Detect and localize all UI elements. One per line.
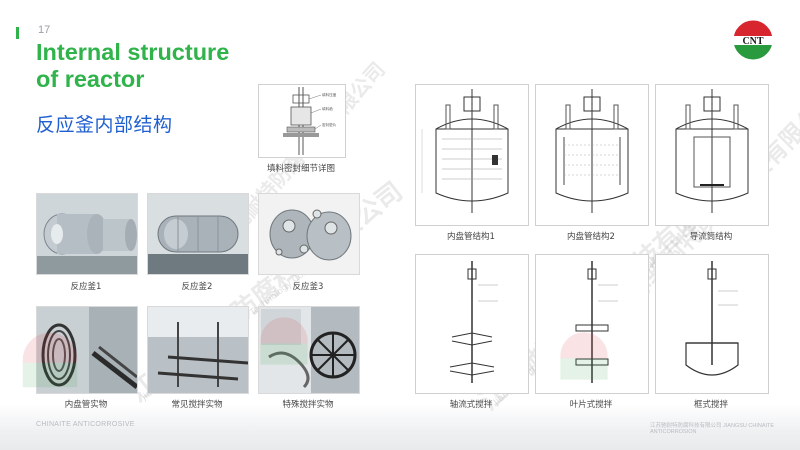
drawing-inner-coil-1 [415, 84, 529, 226]
footer-left-text: CHINAITE ANTICORROSIVE [36, 421, 135, 428]
logo-watermark-2 [260, 317, 308, 365]
drawing-frame-agitator [655, 254, 769, 394]
caption-drawing-2: 内盘管结构2 [567, 232, 615, 242]
photo-reactor-3 [258, 193, 360, 275]
drawing-axial-agitator [415, 254, 529, 394]
caption-drawing-1: 内盘管结构1 [447, 232, 495, 242]
seal-detail-drawing: 填料压盖 填料函 密封垫片 [258, 84, 346, 158]
page-title: Internal structure of reactor [36, 39, 230, 92]
logo-text: CNT [742, 36, 763, 47]
caption-seal-detail: 填料密封细节详图 [266, 164, 335, 174]
drawing-draft-tube [655, 84, 769, 226]
page-number: 17 [38, 24, 51, 36]
photo-special-agitator [258, 306, 360, 394]
logo-watermark-1 [22, 332, 78, 388]
photo-common-agitator [147, 306, 249, 394]
drawing-blade-agitator [535, 254, 649, 394]
caption-drawing-3: 导流筒结构 [689, 232, 733, 242]
seal-label-2: 填料函 [322, 106, 333, 111]
caption-photo-3: 反应釜3 [292, 282, 324, 292]
photo-inner-coil [36, 306, 138, 394]
photo-reactor-1 [36, 193, 138, 275]
seal-label-3: 密封垫片 [322, 122, 337, 127]
cnt-logo: CNT [732, 19, 774, 61]
seal-label-1: 填料压盖 [322, 92, 337, 97]
footer-bar [0, 404, 800, 450]
logo-watermark-3 [560, 332, 608, 380]
footer-right-text: 江苏驰耐特防腐科技有限公司 JIANGSU CHINAITE ANTICORRO… [650, 423, 775, 435]
photo-reactor-2 [147, 193, 249, 275]
caption-photo-1: 反应釜1 [70, 282, 102, 292]
caption-photo-2: 反应釜2 [181, 282, 213, 292]
page-subtitle-cn: 反应釜内部结构 [36, 114, 173, 136]
accent-tick [16, 27, 19, 39]
drawing-inner-coil-2 [535, 84, 649, 226]
